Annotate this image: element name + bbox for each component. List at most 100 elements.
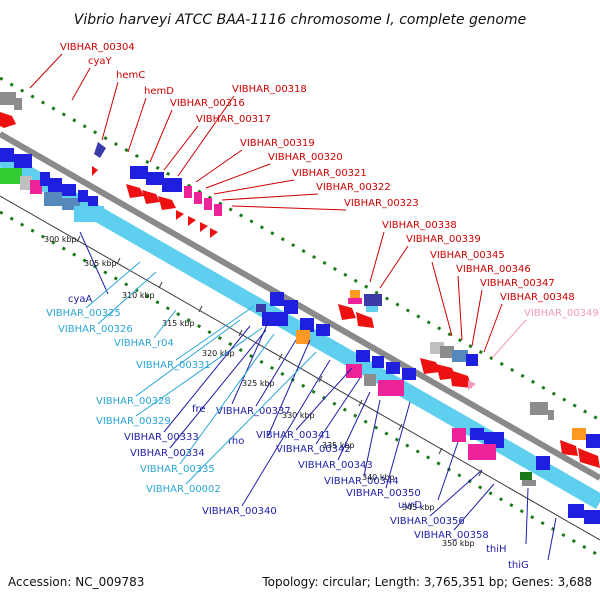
gene-label: cyaY xyxy=(88,56,113,67)
gene-box xyxy=(284,300,298,314)
tick-mark xyxy=(358,399,363,407)
gene-arrow xyxy=(450,370,472,388)
gene-box xyxy=(366,306,378,312)
leader-line xyxy=(195,149,243,183)
leader-line xyxy=(101,81,119,141)
gene-arrow xyxy=(188,216,196,226)
gene-box xyxy=(0,168,22,184)
gene-label: VIBHAR_00358 xyxy=(414,530,489,541)
leader-line xyxy=(385,401,411,489)
accession-text: Accession: NC_009783 xyxy=(8,575,144,589)
tick-mark xyxy=(238,329,243,337)
gene-label: VIBHAR_00335 xyxy=(140,464,215,475)
gene-box xyxy=(0,148,14,162)
leader-line xyxy=(363,399,381,477)
gene-box xyxy=(584,510,600,524)
gene-label: VIBHAR_00318 xyxy=(232,84,307,95)
gene-box xyxy=(364,294,382,306)
gene-label: thiG xyxy=(508,560,529,571)
leader-line xyxy=(175,305,255,361)
leader-line xyxy=(231,317,271,405)
gene-label: uvrD xyxy=(398,500,422,511)
leader-line xyxy=(315,377,361,445)
gene-label: VIBHAR_00349 xyxy=(524,308,599,319)
gene-box xyxy=(316,324,330,336)
gene-label: thiH xyxy=(486,544,507,555)
gene-label: VIBHAR_00345 xyxy=(430,250,505,261)
gene-box xyxy=(74,206,104,222)
leader-line xyxy=(241,359,331,507)
gene-label: VIBHAR_00346 xyxy=(456,264,531,275)
gene-label: VIBHAR_00334 xyxy=(130,448,205,459)
gene-box xyxy=(300,318,314,332)
gene-label: VIBHAR_00320 xyxy=(268,152,343,163)
gene-arrow xyxy=(176,210,184,220)
gene-label: VIBHAR_00329 xyxy=(96,416,171,427)
tick-mark xyxy=(278,353,283,361)
gene-label: VIBHAR_00341 xyxy=(256,430,331,441)
gene-arrow xyxy=(210,228,218,238)
gene-label: VIBHAR_00321 xyxy=(292,168,367,179)
gene-label: VIBHAR_00317 xyxy=(196,114,271,125)
kbp-tick-label: 335 kbp xyxy=(322,441,355,450)
leader-line xyxy=(221,193,319,201)
gene-box xyxy=(468,444,496,460)
gene-box xyxy=(62,184,76,196)
kbp-tick-label: 310 kbp xyxy=(122,291,155,300)
gene-label: VIBHAR_00333 xyxy=(124,432,199,443)
gene-label: VIBHAR_00325 xyxy=(46,308,121,319)
leader-line xyxy=(295,367,353,431)
gene-box xyxy=(356,350,370,362)
gene-label: VIBHAR_00326 xyxy=(58,324,133,335)
gene-box xyxy=(402,368,416,380)
gene-box xyxy=(44,192,62,206)
gene-box xyxy=(78,190,88,202)
kbp-tick-label: 330 kbp xyxy=(282,411,315,420)
gene-box xyxy=(530,402,548,415)
leader-line xyxy=(457,275,463,341)
leader-line xyxy=(525,487,529,545)
gene-arrow xyxy=(338,304,356,320)
leader-line xyxy=(85,261,141,309)
gene-box xyxy=(214,204,222,216)
kbp-tick-label: 305 kbp xyxy=(84,259,117,268)
gene-box xyxy=(386,362,400,374)
leader-line xyxy=(185,351,317,485)
gene-box xyxy=(40,172,50,186)
gene-box xyxy=(452,350,468,362)
gene-box xyxy=(536,456,550,470)
gene-label: VIBHAR_00322 xyxy=(316,182,391,193)
lower-guide-line xyxy=(0,210,600,558)
gene-box xyxy=(162,178,182,192)
leader-line xyxy=(429,469,483,517)
leader-line xyxy=(471,289,483,347)
gene-box xyxy=(262,312,288,326)
leader-line xyxy=(205,163,271,189)
gene-box xyxy=(30,180,42,194)
reverse-genes xyxy=(0,148,600,524)
leader-line xyxy=(149,109,173,163)
leader-line xyxy=(163,125,199,171)
gene-box xyxy=(194,192,202,204)
gene-box xyxy=(14,154,32,168)
leader-line xyxy=(231,205,347,211)
kbp-tick-label: 345 kbp xyxy=(402,503,435,512)
leader-line xyxy=(71,67,91,101)
gene-label: VIBHAR_00323 xyxy=(344,198,419,209)
leader-line xyxy=(379,245,409,289)
leader-line xyxy=(213,179,295,195)
gene-arrow xyxy=(200,222,208,232)
gene-box xyxy=(346,364,362,378)
backbone-line xyxy=(0,131,600,481)
gene-box xyxy=(520,472,532,480)
gene-label: VIBHAR_00338 xyxy=(382,220,457,231)
gene-box xyxy=(350,290,360,298)
gene-box xyxy=(572,428,586,440)
gene-arrow xyxy=(126,184,144,198)
kbp-tick-label: 325 kbp xyxy=(242,379,275,388)
gene-box xyxy=(270,292,284,306)
gene-label: VIBHAR_00342 xyxy=(276,444,351,455)
gene-arrow xyxy=(560,440,578,456)
